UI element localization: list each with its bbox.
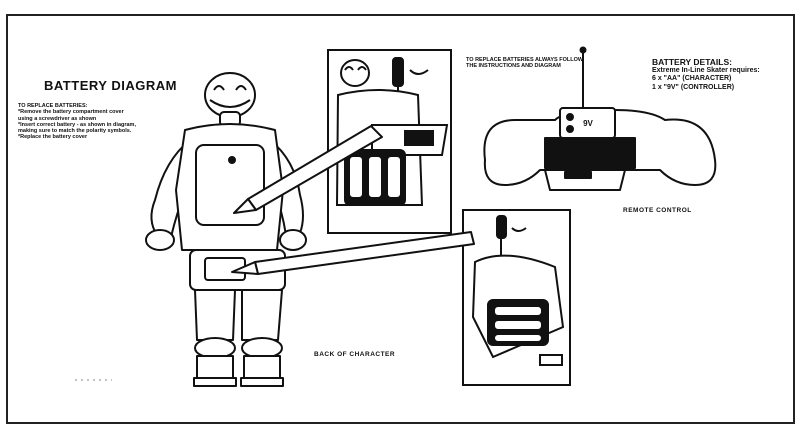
controller-battery-label: 9V — [583, 119, 593, 128]
remote-control — [484, 48, 715, 191]
character-figure — [146, 73, 306, 386]
lower-inset — [463, 210, 570, 385]
